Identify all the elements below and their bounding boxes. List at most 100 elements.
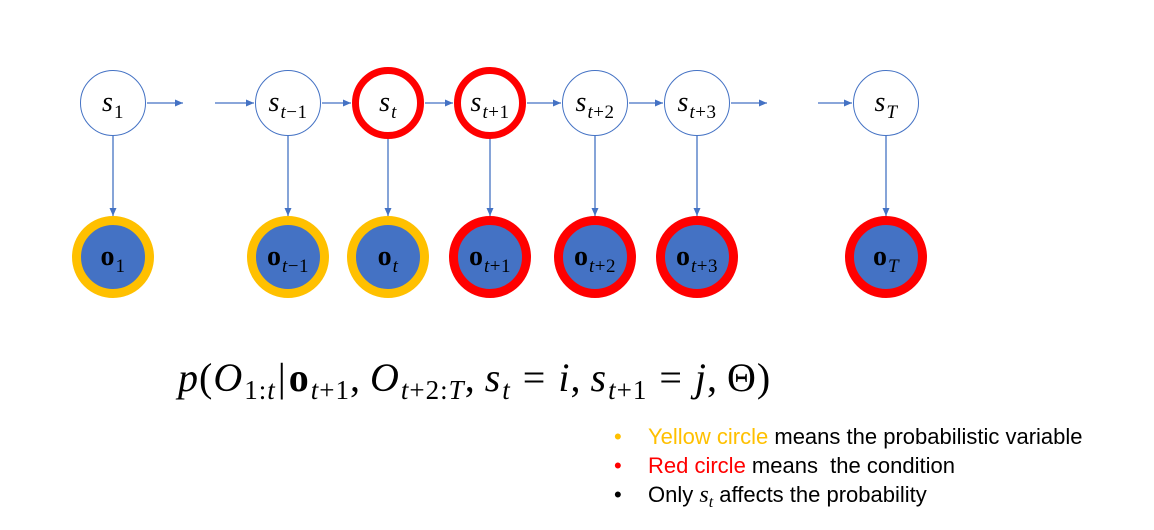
legend-text: means the condition [745, 453, 955, 478]
state-variable: s [470, 87, 482, 118]
math-italic-letter: t [589, 255, 595, 277]
formula-o-bold: o [288, 355, 310, 400]
observation-subscript: t+1 [484, 255, 511, 277]
observation-variable: o [469, 241, 483, 272]
observation-node-o1: o1 [72, 216, 154, 298]
state-node-s1: s1 [80, 70, 146, 136]
math-italic-letter: t [267, 375, 276, 406]
state-node-st-plus-2: st+2 [562, 70, 628, 136]
observation-label: oT [873, 243, 899, 276]
observation-variable: o [100, 241, 115, 272]
math-italic-letter: T [886, 101, 898, 123]
legend-highlight: Red circle [648, 453, 746, 478]
legend-text: affects the probability [713, 482, 927, 507]
formula-subscript: 1:t [244, 375, 276, 406]
observation-label: ot+3 [676, 241, 718, 276]
formula-subscript: t+1 [310, 375, 351, 406]
legend-prefix: Only [648, 482, 700, 507]
observation-variable: o [574, 241, 588, 272]
observation-variable: o [377, 241, 392, 272]
formula-comma: , [570, 355, 582, 400]
observation-subscript: 1 [115, 255, 126, 277]
formula-O-variable: O [213, 355, 244, 400]
formula-subscript: t+2:T [400, 375, 465, 406]
math-italic-letter: t [502, 375, 511, 406]
state-variable: s [102, 87, 113, 118]
state-variable: s [379, 87, 391, 118]
math-italic-letter: t [691, 255, 697, 277]
observation-node-ot: ot [347, 216, 429, 298]
legend-bullet: • [614, 453, 622, 478]
state-label: st+2 [576, 89, 615, 122]
math-italic-letter: t [708, 493, 714, 511]
formula-s-variable: s [484, 355, 502, 400]
state-subscript: t+3 [689, 101, 717, 123]
legend-text: means the probabilistic variable [768, 424, 1083, 449]
math-italic-letter: t [587, 101, 594, 123]
legend: • Yellow circle means the probabilistic … [614, 422, 1083, 510]
state-label: st [379, 87, 397, 122]
observation-variable: o [267, 241, 281, 272]
observation-label: o1 [100, 241, 126, 276]
legend-bullet: • [614, 424, 622, 449]
legend-highlight: Yellow circle [648, 424, 769, 449]
math-italic-letter: t [282, 255, 288, 277]
state-label: st+1 [470, 87, 510, 122]
observation-node-ot-plus-3: ot+3 [656, 216, 738, 298]
observation-subscript: T [888, 256, 899, 277]
legend-math-st: st [699, 481, 713, 510]
formula-equals: = [522, 355, 547, 400]
observation-label: ot−1 [267, 241, 309, 276]
legend-item-yellow-circle: • Yellow circle means the probabilistic … [614, 422, 1083, 451]
formula-comma: , [350, 355, 362, 400]
observation-subscript: t+2 [589, 255, 616, 277]
legend-math-variable: s [699, 482, 709, 508]
state-subscript: t+2 [587, 101, 615, 123]
math-italic-letter: t [484, 255, 490, 277]
state-node-st-minus-1: st−1 [255, 70, 321, 136]
formula-subscript: t [502, 377, 511, 404]
state-subscript: T [886, 102, 897, 123]
math-italic-letter: t [482, 101, 489, 123]
math-italic-letter: T [887, 255, 900, 277]
state-subscript: 1 [113, 101, 124, 123]
state-variable: s [874, 87, 886, 118]
observation-label: ot+2 [574, 241, 616, 276]
math-italic-letter: t [392, 255, 399, 277]
observation-subscript: t+3 [691, 255, 718, 277]
math-italic-letter: t [310, 375, 320, 406]
state-subscript: t+1 [482, 101, 510, 123]
legend-bullet: • [614, 482, 622, 507]
formula-s-variable: s [590, 355, 608, 400]
math-italic-letter: T [448, 375, 465, 406]
observation-node-oT: oT [845, 216, 927, 298]
formula-i: i [558, 355, 571, 400]
math-italic-letter: t [280, 101, 287, 123]
formula-comma: , [464, 355, 476, 400]
observation-label: ot [377, 241, 399, 276]
math-italic-letter: t [608, 375, 617, 406]
formula-given-bar: | [277, 355, 287, 400]
observation-label: ot+1 [469, 241, 511, 276]
state-label: s1 [102, 87, 124, 122]
math-italic-letter: t [391, 101, 397, 123]
formula-close-paren: ) [756, 355, 772, 400]
legend-item-red-circle: • Red circle means the condition [614, 451, 1083, 480]
state-label: st−1 [269, 89, 308, 122]
probability-formula: p ( O 1:t | o t+1 , O t+2:T , s t = i , … [178, 355, 772, 404]
state-node-st-plus-3: st+3 [664, 70, 730, 136]
legend-math-subscript: t [709, 494, 713, 511]
state-node-st-plus-1: st+1 [454, 67, 526, 139]
math-italic-letter: t [400, 375, 410, 406]
formula-theta: Θ [727, 355, 757, 400]
formula-j: j [694, 355, 707, 400]
observation-variable: o [676, 241, 690, 272]
state-node-sT: sT [853, 70, 919, 136]
observation-node-ot-plus-2: ot+2 [554, 216, 636, 298]
state-subscript: t−1 [280, 101, 308, 123]
formula-p: p [178, 355, 199, 400]
observation-subscript: t−1 [282, 255, 309, 277]
formula-subscript: t+1 [608, 375, 648, 406]
